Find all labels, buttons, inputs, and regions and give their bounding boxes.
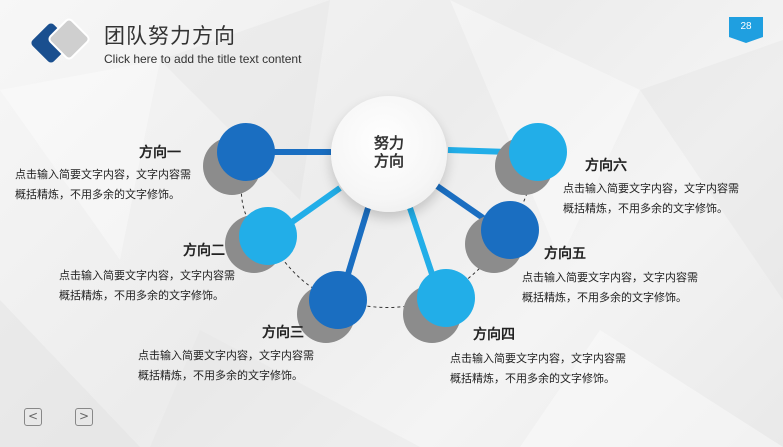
chevron-left-icon: < xyxy=(27,409,39,423)
center-label-line1: 努力 xyxy=(373,134,404,152)
direction-5-desc-line2: 概括精炼，不用多余的文字修饰。 xyxy=(522,291,687,304)
center-label-line2: 方向 xyxy=(373,152,404,170)
direction-4-title: 方向四 xyxy=(473,327,515,343)
direction-5-desc: 点击输入简要文字内容，文字内容需 概括精炼，不用多余的文字修饰。 xyxy=(522,268,722,308)
direction-1-desc-line1: 点击输入简要文字内容，文字内容需 xyxy=(15,168,191,181)
direction-1-title: 方向一 xyxy=(139,145,181,161)
direction-6-desc: 点击输入简要文字内容，文字内容需 概括精炼，不用多余的文字修饰。 xyxy=(563,179,763,219)
direction-4-desc-line1: 点击输入简要文字内容，文字内容需 xyxy=(450,352,626,365)
node-circle-5 xyxy=(481,201,539,259)
direction-6-desc-line2: 概括精炼，不用多余的文字修饰。 xyxy=(563,202,728,215)
direction-1-desc: 点击输入简要文字内容，文字内容需 概括精炼，不用多余的文字修饰。 xyxy=(15,165,215,205)
prev-slide-button[interactable]: < xyxy=(24,408,42,426)
direction-3-desc-line2: 概括精炼，不用多余的文字修饰。 xyxy=(138,369,303,382)
direction-2-desc: 点击输入简要文字内容，文字内容需 概括精炼，不用多余的文字修饰。 xyxy=(59,266,259,306)
direction-2-desc-line2: 概括精炼，不用多余的文字修饰。 xyxy=(59,289,224,302)
node-circle-6 xyxy=(509,123,567,181)
direction-4-desc: 点击输入简要文字内容，文字内容需 概括精炼，不用多余的文字修饰。 xyxy=(450,349,650,389)
spoke-3 xyxy=(345,207,371,275)
spoke-4 xyxy=(407,207,435,275)
direction-2-desc-line1: 点击输入简要文字内容，文字内容需 xyxy=(59,269,235,282)
direction-2-title: 方向二 xyxy=(183,243,225,259)
chevron-right-icon: > xyxy=(78,409,90,423)
next-slide-button[interactable]: > xyxy=(75,408,93,426)
direction-3-title: 方向三 xyxy=(262,325,304,341)
direction-3-desc: 点击输入简要文字内容，文字内容需 概括精炼，不用多余的文字修饰。 xyxy=(138,346,338,386)
spoke-2 xyxy=(290,185,342,225)
direction-5-title: 方向五 xyxy=(544,246,586,262)
node-circle-1 xyxy=(217,123,275,181)
page-number: 28 xyxy=(740,21,752,32)
direction-1-desc-line2: 概括精炼，不用多余的文字修饰。 xyxy=(15,188,180,201)
direction-3-desc-line1: 点击输入简要文字内容，文字内容需 xyxy=(138,349,314,362)
direction-4-desc-line2: 概括精炼，不用多余的文字修饰。 xyxy=(450,372,615,385)
page-number-badge: 28 xyxy=(729,17,763,43)
page-subtitle: Click here to add the title text content xyxy=(104,52,302,66)
logo-icon xyxy=(31,18,90,63)
direction-6-title: 方向六 xyxy=(585,158,627,174)
node-circle-2 xyxy=(239,207,297,265)
direction-6-desc-line1: 点击输入简要文字内容，文字内容需 xyxy=(563,182,739,195)
spoke-5 xyxy=(435,183,488,223)
node-circle-3 xyxy=(309,271,367,329)
node-circle-4 xyxy=(417,269,475,327)
page-title: 团队努力方向 xyxy=(104,24,236,48)
center-circle: 努力 方向 xyxy=(331,96,447,212)
direction-5-desc-line1: 点击输入简要文字内容，文字内容需 xyxy=(522,271,698,284)
